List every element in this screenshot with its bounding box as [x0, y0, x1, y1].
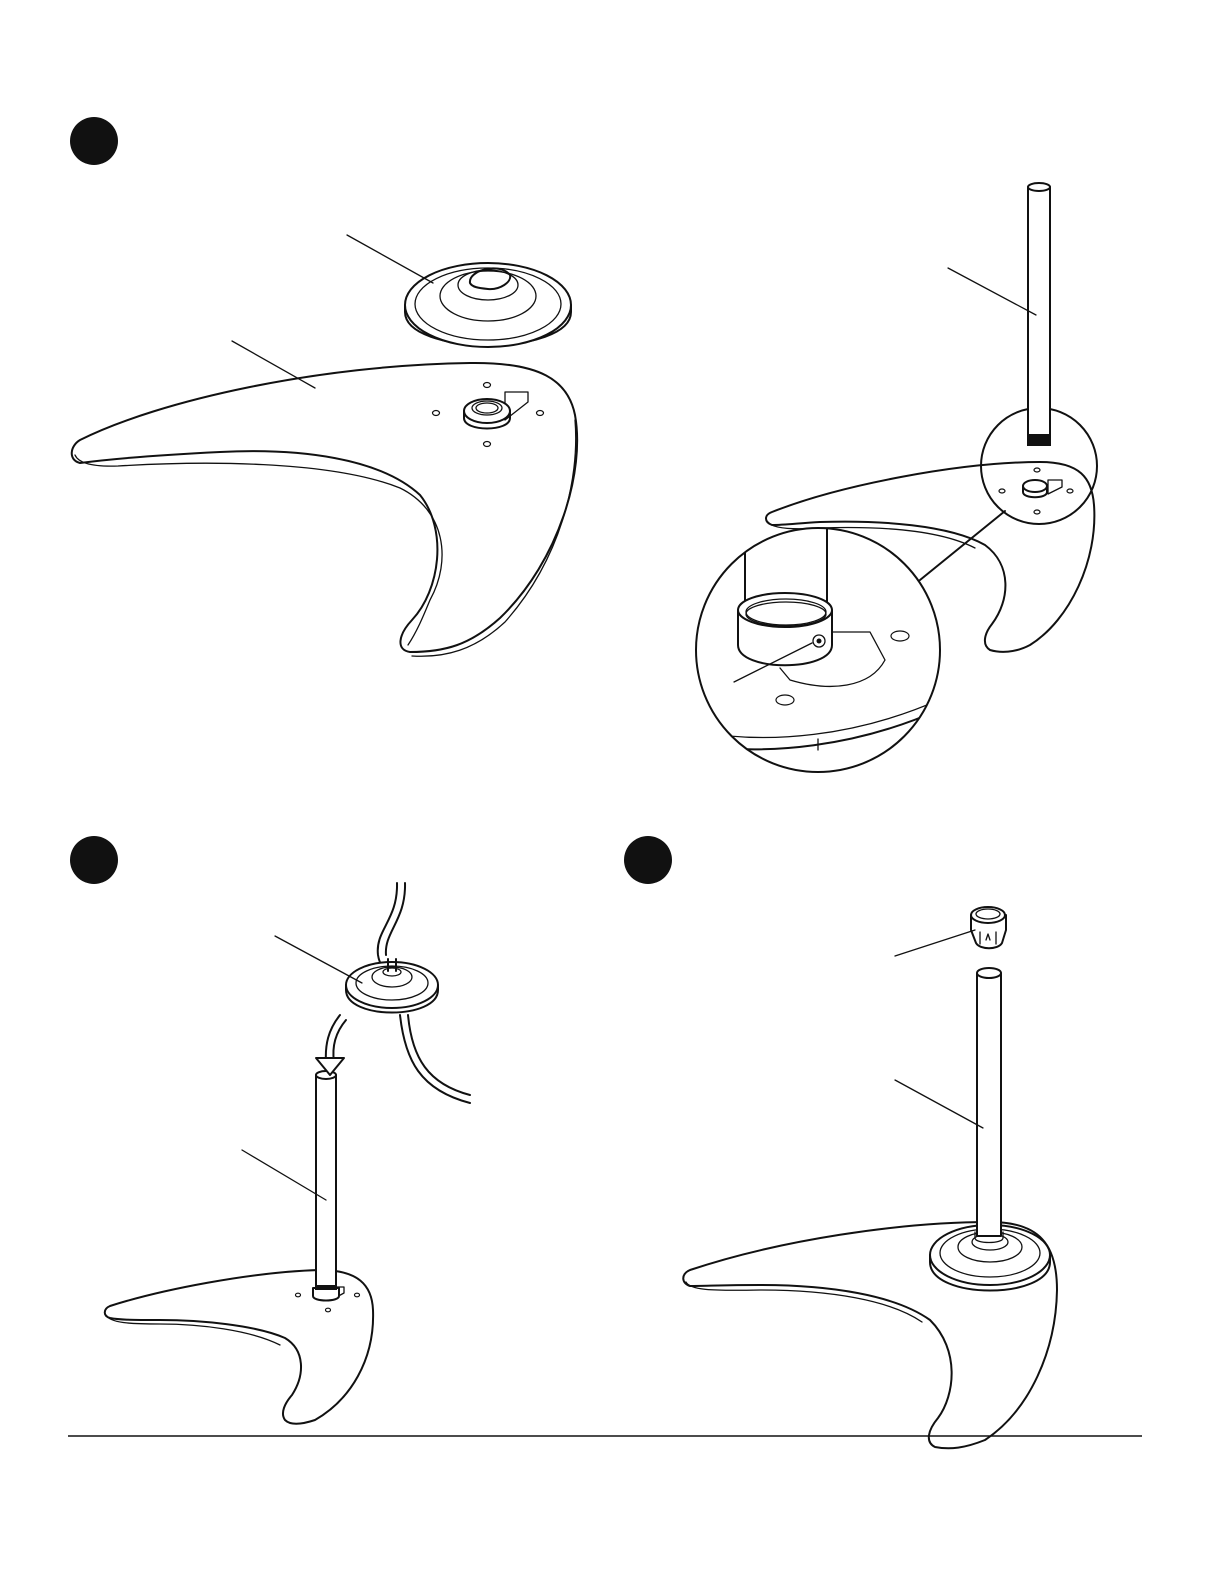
pole-icon: [975, 968, 1003, 1243]
pole-cap-icon: [971, 907, 1006, 948]
pole-icon: [313, 1071, 339, 1301]
panel-step-3: [624, 836, 1057, 1448]
leader-line-pole: [895, 1080, 983, 1128]
step-marker-icon: [70, 117, 118, 165]
leader-line-cap: [895, 930, 975, 956]
leader-line-cover: [347, 235, 433, 283]
callout-connector: [920, 511, 1005, 580]
panel-step-1-pole-install: [690, 183, 1097, 772]
arrow-icon: [316, 1015, 346, 1075]
leader-line-pole: [242, 1150, 326, 1200]
leader-line-cover: [275, 936, 362, 983]
panel-step-2: [70, 836, 470, 1424]
cover-disc-icon: [346, 959, 438, 1013]
leader-line-base: [232, 341, 315, 388]
base-plate-icon: [72, 363, 577, 656]
cover-disc-icon: [405, 263, 571, 347]
leader-line-pole: [948, 268, 1036, 315]
panel-step-1: [70, 117, 577, 656]
detail-zoom-view: [690, 520, 960, 772]
step-marker-icon: [70, 836, 118, 884]
step-marker-icon: [624, 836, 672, 884]
pole-icon: [1027, 183, 1051, 446]
